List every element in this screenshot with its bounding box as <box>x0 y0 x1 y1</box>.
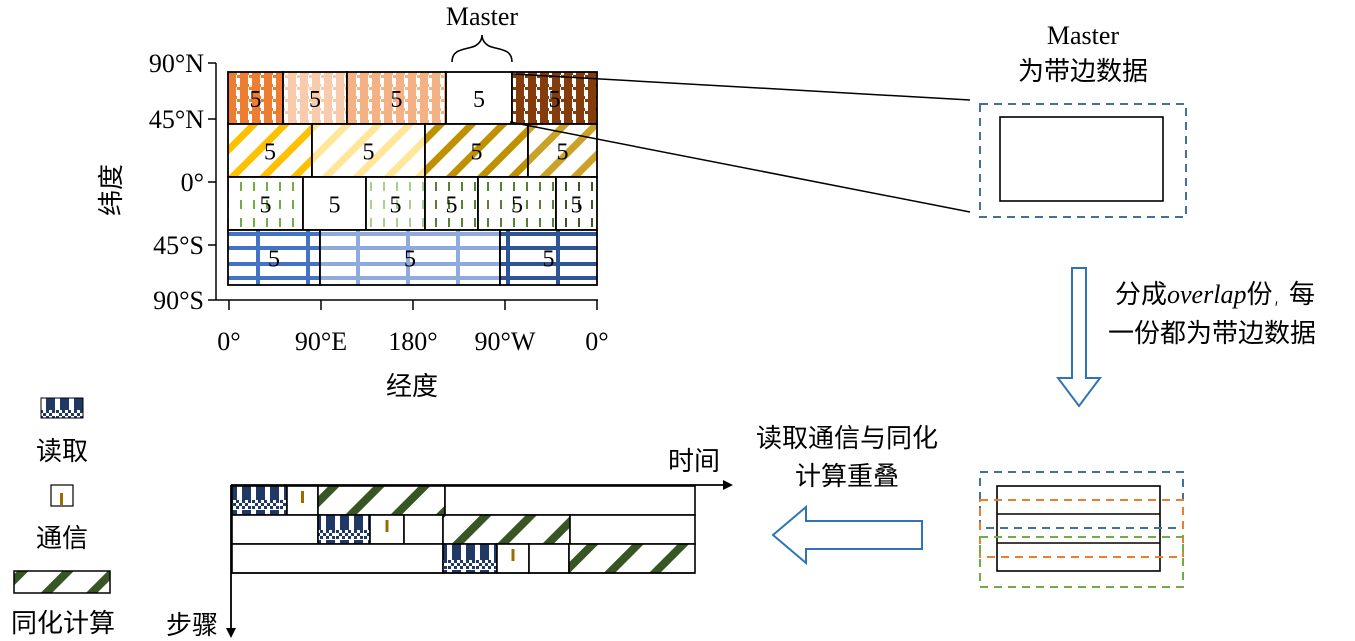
y-tick-label: 90°N <box>149 49 204 78</box>
read-swatch-icon <box>40 397 84 419</box>
master-label: Master <box>446 2 519 31</box>
x-tick-label: 90°E <box>295 327 347 356</box>
timeline-assim-segment <box>317 485 446 516</box>
block-value: 5 <box>549 87 561 113</box>
map-block <box>227 123 313 178</box>
block-value: 5 <box>473 87 485 113</box>
x-tick-label: 0° <box>585 327 608 356</box>
block-value: 5 <box>543 247 555 273</box>
overlap-arrow: 读取通信与同化 计算重叠 <box>756 424 938 566</box>
connector-line-bottom <box>509 121 971 213</box>
legend-label-comm: 通信 <box>36 524 88 554</box>
block-value: 5 <box>390 193 402 219</box>
map-block <box>227 229 321 286</box>
block-value: 5 <box>363 140 375 166</box>
overlap-label-line1: 读取通信与同化 <box>756 424 938 454</box>
y-ticks: 90°N 45°N 0° 45°S 90°S <box>149 49 216 315</box>
legend-label-read: 读取 <box>36 437 88 467</box>
master-panel: Master 为带边数据 <box>979 21 1187 218</box>
y-tick-label: 90°S <box>153 286 204 315</box>
map-block <box>424 123 529 178</box>
split-arrow: 分成overlap份, 每 一份都为带边数据 <box>1056 267 1316 408</box>
halo-boundary <box>979 103 1187 218</box>
connector-line-top <box>512 73 971 101</box>
left-arrow-icon <box>771 504 923 566</box>
timeline-panel: 时间 步骤 <box>166 447 733 641</box>
block-value: 5 <box>268 247 280 273</box>
block-value: 5 <box>404 247 416 273</box>
map-block <box>499 229 598 286</box>
block-value: 5 <box>471 140 483 166</box>
block-value: 5 <box>511 193 523 219</box>
y-tick-label: 45°S <box>153 231 204 260</box>
master-block <box>999 116 1164 202</box>
comm-tick <box>301 491 304 503</box>
x-axis-label: 经度 <box>386 372 438 402</box>
map-block <box>319 229 501 286</box>
map-block <box>227 71 284 125</box>
timeline-assim-segment <box>568 543 696 574</box>
y-tick-label: 0° <box>181 168 204 197</box>
map-block <box>227 176 304 231</box>
timeline-assim-segment <box>442 514 571 545</box>
legend-label-assim: 同化计算 <box>11 609 115 639</box>
split-label-line1: 分成overlap份, 每 <box>1115 280 1315 310</box>
block-value: 5 <box>571 193 583 219</box>
assim-swatch-icon <box>13 570 111 594</box>
x-tick-label: 0° <box>217 327 240 356</box>
split-label-line2: 一份都为带边数据 <box>1108 319 1316 349</box>
halo-part-2 <box>979 499 1184 558</box>
comm-tick <box>60 493 63 505</box>
time-axis-label: 时间 <box>668 447 720 477</box>
step-axis-label: 步骤 <box>166 611 218 641</box>
down-arrow-icon <box>1056 267 1102 408</box>
y-axis-label: 纬度 <box>97 164 127 216</box>
timeline-idle-segment <box>569 514 696 545</box>
master-brace <box>451 34 513 63</box>
map-block <box>282 71 348 125</box>
map-block <box>477 176 557 231</box>
legend-item-assim: 同化计算 <box>11 570 115 639</box>
map-panel: Master 5 5 5 5 5 5 5 5 5 5 5 5 5 5 5 5 5 5 90°N 45°N 0° 45°S… <box>97 2 971 402</box>
block-value: 5 <box>391 87 403 113</box>
comm-tick <box>511 549 515 561</box>
legend-item-read: 读取 <box>36 397 88 467</box>
timeline-idle-segment <box>231 543 444 574</box>
halo-part-3 <box>979 536 1184 588</box>
block-value: 5 <box>264 140 276 166</box>
x-ticks: 0° 90°E 180° 90°W 0° <box>217 300 609 356</box>
block-value: 5 <box>260 193 272 219</box>
overlap-panel <box>979 471 1184 588</box>
comm-tick <box>385 520 389 532</box>
legend-item-comm: 通信 <box>36 484 88 554</box>
timeline-read-segment <box>231 485 288 516</box>
timeline-read-segment <box>442 543 498 574</box>
y-tick-label: 45°N <box>149 105 204 134</box>
block-value: 5 <box>446 193 458 219</box>
map-blocks: 5 5 5 5 5 5 5 5 5 5 5 5 5 5 5 5 5 5 <box>227 71 598 286</box>
overlap-label-line2: 计算重叠 <box>795 462 899 492</box>
x-tick-label: 180° <box>388 327 437 356</box>
block-value: 5 <box>329 193 341 219</box>
timeline-read-segment <box>317 514 371 545</box>
legend: 读取 通信 同化计算 <box>11 397 115 639</box>
block-value: 5 <box>557 140 569 166</box>
master-panel-subtitle: 为带边数据 <box>1018 57 1148 87</box>
x-tick-label: 90°W <box>475 327 536 356</box>
master-panel-title: Master <box>1047 21 1120 50</box>
timeline-idle-segment <box>231 514 319 545</box>
block-value: 5 <box>309 87 321 113</box>
map-block <box>365 176 426 231</box>
timeline-idle-segment <box>403 514 444 545</box>
timeline-rows <box>231 485 696 574</box>
timeline-idle-segment <box>444 485 696 516</box>
timeline-idle-segment <box>528 543 570 574</box>
block-value: 5 <box>250 87 262 113</box>
